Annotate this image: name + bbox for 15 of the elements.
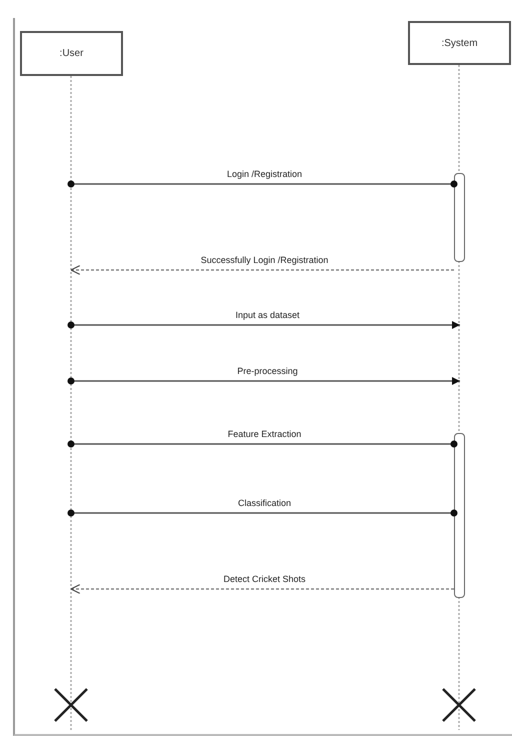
message-label: Pre-processing	[237, 366, 298, 376]
activation-bar	[454, 173, 465, 262]
activation-bar	[454, 433, 465, 598]
return-message-arrow	[70, 584, 454, 594]
message-arrow	[68, 321, 460, 329]
message-label: Login /Registration	[226, 169, 302, 179]
return-message-arrow	[70, 264, 454, 276]
message-label: Input as dataset	[235, 310, 300, 320]
message-label: Successfully Login /Registration	[200, 255, 328, 265]
message-label: Detect Cricket Shots	[223, 574, 306, 584]
message-label: Feature Extraction	[228, 429, 302, 439]
participant-name: :User	[60, 48, 84, 59]
message-arrow	[68, 377, 460, 385]
message-label: Classification	[238, 498, 292, 508]
participant-name: :System	[441, 38, 478, 48]
